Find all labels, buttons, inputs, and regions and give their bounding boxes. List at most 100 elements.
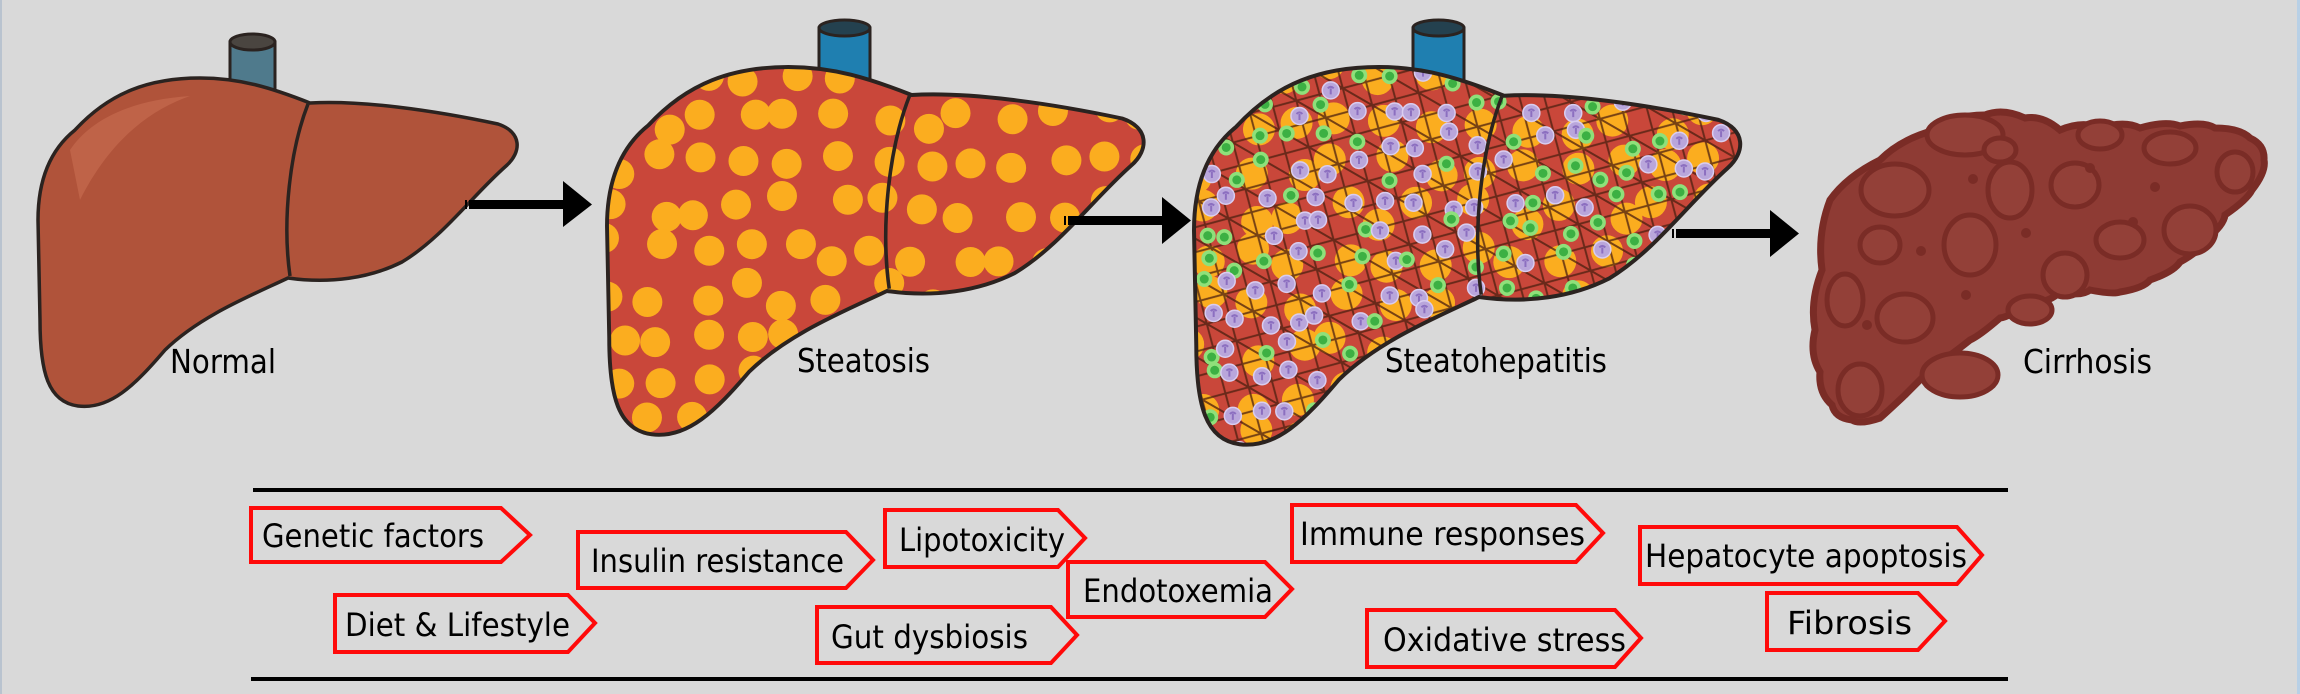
fat-droplet bbox=[1135, 424, 1144, 435]
fat-droplet bbox=[955, 314, 986, 345]
liver-highlight bbox=[70, 96, 190, 200]
fat-droplet bbox=[607, 368, 635, 399]
fat-droplet bbox=[1115, 185, 1144, 216]
fat-droplet bbox=[685, 142, 716, 173]
green-immune-cell bbox=[1255, 253, 1272, 270]
fat-droplet bbox=[1134, 370, 1144, 401]
purple-immune-cell bbox=[1575, 198, 1594, 217]
fat-droplet bbox=[964, 291, 995, 322]
purple-immune-cell bbox=[1217, 271, 1236, 291]
green-immune-cell bbox=[1282, 187, 1299, 204]
fat-droplet bbox=[1470, 297, 1503, 330]
factor-label: Hepatocyte apoptosis bbox=[1645, 537, 1967, 575]
green-immune-cell bbox=[1296, 437, 1313, 445]
fat-droplet bbox=[694, 364, 725, 395]
purple-immune-cell bbox=[1552, 315, 1572, 334]
green-immune-cell bbox=[1197, 107, 1214, 124]
fat-droplet bbox=[632, 287, 663, 318]
fat-droplet bbox=[736, 229, 767, 260]
nodule bbox=[1835, 361, 1885, 419]
green-immune-cell bbox=[1196, 271, 1213, 288]
fat-droplet bbox=[957, 67, 988, 79]
purple-immune-cell bbox=[1506, 194, 1525, 213]
purple-immune-cell bbox=[1318, 164, 1337, 184]
green-immune-cell bbox=[1530, 407, 1547, 424]
fat-droplet bbox=[731, 267, 762, 298]
fat-droplet bbox=[1072, 404, 1103, 435]
fat-droplet bbox=[1051, 145, 1082, 176]
fat-droplet bbox=[1473, 66, 1506, 80]
purple-immune-cell bbox=[1277, 332, 1297, 351]
fat-droplet bbox=[940, 98, 971, 129]
purple-immune-cell bbox=[1549, 66, 1568, 79]
factor-tag: Insulin resistance bbox=[576, 530, 876, 590]
fat-droplet bbox=[856, 416, 887, 435]
purple-immune-cell bbox=[1522, 103, 1541, 123]
purple-immune-cell bbox=[1457, 223, 1476, 242]
fat-droplet bbox=[1652, 421, 1685, 445]
fat-droplet bbox=[785, 229, 816, 260]
fat-droplet bbox=[1595, 66, 1628, 80]
purple-immune-cell bbox=[1468, 135, 1487, 155]
green-immune-cell bbox=[1314, 331, 1331, 348]
nodule bbox=[2093, 219, 2147, 261]
green-immune-cell bbox=[1562, 225, 1579, 242]
purple-immune-cell bbox=[1707, 284, 1726, 303]
fat-droplet bbox=[940, 375, 971, 406]
factor-tag: Oxidative stress bbox=[1365, 608, 1644, 669]
green-immune-cell bbox=[1576, 425, 1593, 442]
fat-droplet bbox=[1194, 70, 1207, 103]
green-immune-cell bbox=[1398, 381, 1415, 398]
purple-immune-cell bbox=[1695, 162, 1715, 181]
factor-label: Endotoxemia bbox=[1083, 572, 1273, 610]
green-immune-cell bbox=[1502, 212, 1519, 229]
green-immune-cell bbox=[1606, 430, 1623, 445]
purple-immune-cell bbox=[1220, 363, 1239, 382]
fat-droplet bbox=[765, 290, 796, 321]
purple-immune-cell bbox=[1252, 401, 1272, 421]
arrow-right-icon bbox=[465, 181, 592, 227]
green-immune-cell bbox=[1588, 78, 1605, 95]
green-immune-cell bbox=[1618, 164, 1635, 181]
purple-immune-cell bbox=[1404, 193, 1423, 212]
factor-label: Oxidative stress bbox=[1383, 621, 1626, 659]
fat-droplet bbox=[1124, 99, 1144, 130]
fat-droplet bbox=[1121, 228, 1144, 259]
factor-tag: Lipotoxicity bbox=[883, 508, 1088, 569]
purple-immune-cell bbox=[1642, 306, 1662, 326]
green-immune-cell bbox=[1258, 344, 1275, 361]
green-immune-cell bbox=[1671, 184, 1688, 201]
fat-droplet bbox=[964, 409, 995, 435]
purple-immune-cell bbox=[1439, 122, 1459, 141]
green-immune-cell bbox=[1674, 301, 1691, 318]
purple-immune-cell bbox=[1582, 291, 1602, 310]
fat-droplet bbox=[1126, 315, 1144, 346]
purple-immune-cell bbox=[1515, 316, 1535, 335]
nodule bbox=[2075, 118, 2125, 152]
green-immune-cell bbox=[1564, 399, 1581, 416]
green-immune-cell bbox=[1216, 229, 1233, 246]
purple-immune-cell bbox=[1308, 210, 1328, 230]
green-immune-cell bbox=[1595, 399, 1612, 416]
green-immune-cell bbox=[1607, 307, 1624, 324]
fat-droplet bbox=[906, 194, 937, 225]
purple-immune-cell bbox=[1194, 420, 1204, 440]
green-immune-cell bbox=[1524, 194, 1541, 211]
purple-immune-cell bbox=[1605, 350, 1624, 369]
green-immune-cell bbox=[1637, 333, 1654, 350]
purple-immune-cell bbox=[1368, 400, 1387, 420]
factor-label: Lipotoxicity bbox=[899, 521, 1065, 559]
fat-droplet bbox=[721, 189, 752, 220]
green-immune-cell bbox=[1499, 279, 1516, 296]
nodule-dot bbox=[1862, 320, 1872, 330]
fat-droplet bbox=[1005, 202, 1036, 233]
fat-droplet bbox=[811, 402, 842, 433]
fat-droplet bbox=[1702, 276, 1735, 309]
purple-immune-cell bbox=[1470, 427, 1490, 445]
fat-droplet bbox=[778, 423, 809, 435]
purple-immune-cell bbox=[1258, 189, 1277, 208]
green-immune-cell bbox=[1516, 66, 1533, 83]
green-immune-cell bbox=[1654, 372, 1671, 389]
green-immune-cell bbox=[1710, 343, 1727, 360]
